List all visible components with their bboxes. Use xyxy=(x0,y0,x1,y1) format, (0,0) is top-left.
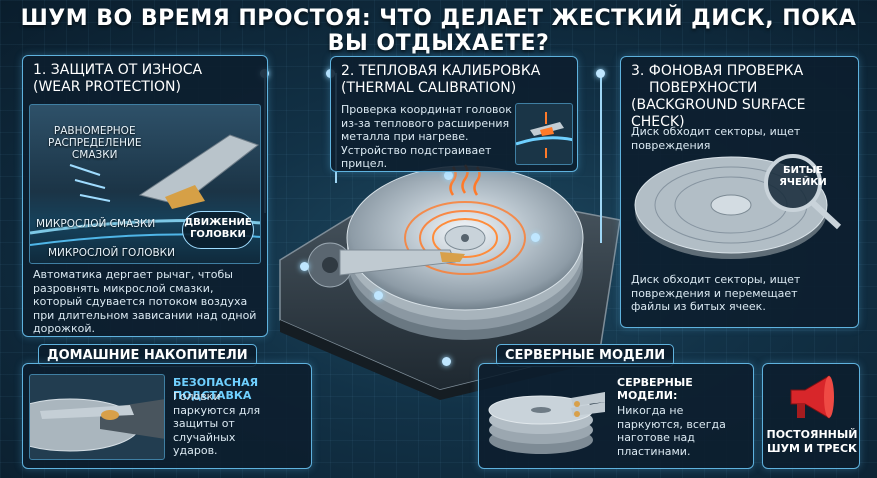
home-drives-tag: ДОМАШНИЕ НАКОПИТЕЛИ xyxy=(38,344,257,367)
label-line: СМАЗКИ xyxy=(71,149,118,161)
noise-line: ПОСТОЯННЫЙ xyxy=(766,428,858,441)
connector-dot xyxy=(300,262,309,271)
panel-home-drives: БЕЗОПАСНАЯ ПОДСТАВКА Головки паркуются д… xyxy=(22,363,312,469)
panel-subtitle: (THERMAL CALIBRATION) xyxy=(341,80,517,96)
label-line: РАСПРЕДЕЛЕНИЕ xyxy=(48,137,142,149)
label-uniform-distribution: РАВНОМЕРНОЕ РАСПРЕДЕЛЕНИЕ СМАЗКИ xyxy=(48,125,141,161)
panel-subtitle-en: (BACKGROUND SURFACE CHECK) xyxy=(631,97,806,130)
panel-description: Проверка координат головок из-за теплово… xyxy=(341,103,512,170)
panel-background-surface-check: 3. ФОНОВАЯ ПРОВЕРКА ПОВЕРХНОСТИ (BACKGRO… xyxy=(620,56,859,328)
bad-cells-label: БИТЫЕ ЯЧЕЙКИ xyxy=(773,165,833,189)
bad-cells-line: БИТЫЕ xyxy=(782,165,823,176)
server-platters-illustration xyxy=(488,392,605,454)
motion-badge: ДВИЖЕНИЕ ГОЛОВКИ xyxy=(182,211,254,249)
server-subtitle: СЕРВЕРНЫЕ МОДЕЛИ: xyxy=(617,376,693,402)
hard-drive-illustration xyxy=(279,164,621,400)
connector-dot xyxy=(596,69,605,78)
panel-description-bottom: Диск обходит секторы, ищет повреждения и… xyxy=(631,273,801,313)
label-line: РАВНОМЕРНОЕ xyxy=(53,125,136,137)
panel-subtitle: ПОВЕРХНОСТИ xyxy=(649,80,758,96)
panel-description-top: Диск обходит секторы, ищет повреждения xyxy=(631,125,801,152)
label-micro-lube: МИКРОСЛОЙ СМАЗКИ xyxy=(36,218,156,230)
panel-title: 1. ЗАЩИТА ОТ ИЗНОСА xyxy=(33,62,203,78)
server-models-tag: СЕРВЕРНЫЕ МОДЕЛИ xyxy=(496,344,675,367)
panel-description: Автоматика дергает рычаг, чтобы разровня… xyxy=(33,268,257,335)
panel-thermal-calibration: 2. ТЕПЛОВАЯ КАЛИБРОВКА (THERMAL CALIBRAT… xyxy=(330,56,578,172)
connector-dot xyxy=(531,233,540,242)
home-subtitle: БЕЗОПАСНАЯ ПОДСТАВКА xyxy=(173,376,259,402)
page-title: ШУМ ВО ВРЕМЯ ПРОСТОЯ: ЧТО ДЕЛАЕТ ЖЕСТКИЙ… xyxy=(20,6,857,56)
surface-platter-illustration xyxy=(634,154,842,259)
parking-ramp-illustration xyxy=(29,374,165,460)
megaphone-icon xyxy=(790,375,834,419)
panel-title: 3. ФОНОВАЯ ПРОВЕРКА xyxy=(631,63,804,79)
noise-label: ПОСТОЯННЫЙ ШУМ И ТРЕСК xyxy=(763,428,861,456)
connector-dot xyxy=(374,291,383,300)
lubrication-illustration: РАВНОМЕРНОЕ РАСПРЕДЕЛЕНИЕ СМАЗКИ МИКРОСЛ… xyxy=(29,104,261,264)
noise-line: ШУМ И ТРЕСК xyxy=(766,442,858,455)
panel-constant-noise: ПОСТОЯННЫЙ ШУМ И ТРЕСК xyxy=(762,363,860,469)
thermal-illustration xyxy=(515,103,573,165)
server-description: Никогда не паркуются, всегда наготове на… xyxy=(617,404,726,458)
label-micro-head: МИКРОСЛОЙ ГОЛОВКИ xyxy=(48,247,175,259)
connector-line xyxy=(600,73,602,243)
panel-subtitle: (WEAR PROTECTION) xyxy=(33,79,181,95)
connector-dot xyxy=(444,171,453,180)
motion-label: ГОЛОВКИ xyxy=(190,229,246,240)
home-description: Головки паркуются для защиты от случайны… xyxy=(173,390,261,457)
bad-cells-line: ЯЧЕЙКИ xyxy=(779,177,827,188)
connector-dot xyxy=(442,357,451,366)
motion-label: ДВИЖЕНИЕ xyxy=(184,217,252,228)
panel-server-models: СЕРВЕРНЫЕ МОДЕЛИ: Никогда не паркуются, … xyxy=(478,363,754,469)
platter-stack xyxy=(346,165,584,340)
panel-wear-protection: 1. ЗАЩИТА ОТ ИЗНОСА (WEAR PROTECTION) РА… xyxy=(22,55,268,337)
panel-title: 2. ТЕПЛОВАЯ КАЛИБРОВКА xyxy=(341,63,541,79)
